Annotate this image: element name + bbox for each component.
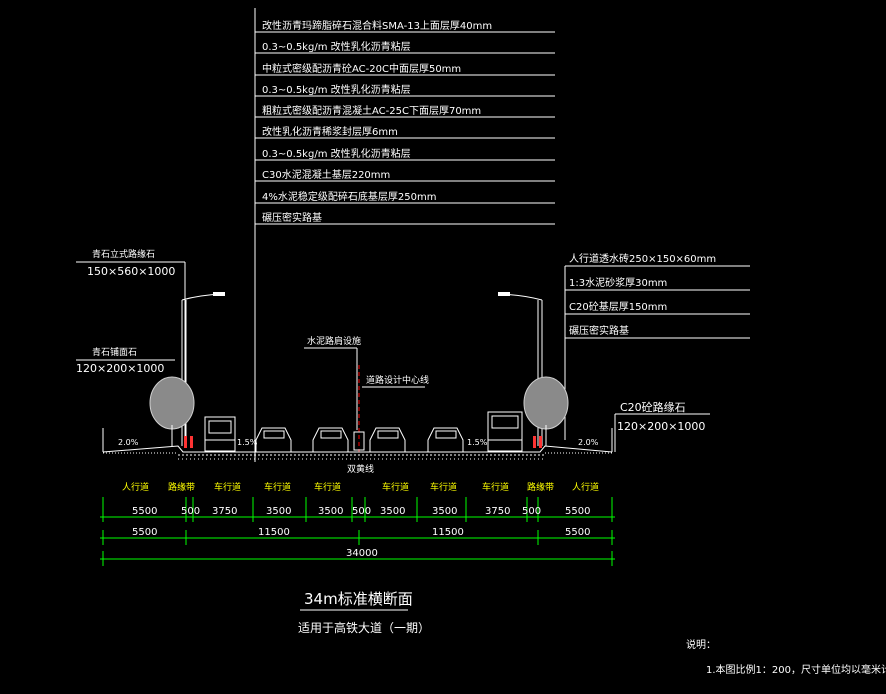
zone-label-9: 路缘带 — [527, 481, 554, 493]
slope-left-sidewalk: 2.0% — [118, 438, 139, 447]
zone-labels: 人行道 路缘带 车行道 车行道 车行道 车行道 车行道 车行道 路缘带 人行道 — [122, 481, 599, 493]
car-icon-2 — [312, 427, 349, 453]
sidewalk-layer-text-1: 人行道透水砖250×150×60mm — [569, 252, 716, 265]
car-icon-4 — [427, 427, 464, 453]
zone-label-6: 车行道 — [382, 481, 409, 493]
layer-text-6: 改性乳化沥青稀浆封层厚6mm — [262, 125, 398, 138]
tree-left — [149, 376, 195, 446]
dim1-1: 5500 — [132, 506, 157, 517]
dim2-4: 5500 — [565, 527, 590, 538]
curb-title: 青石立式路缘石 — [92, 248, 155, 260]
layer-text-10: 碾压密实路基 — [262, 211, 322, 224]
dim1-10: 500 — [522, 506, 541, 517]
zone-label-7: 车行道 — [430, 481, 457, 493]
sidewalk-layer-text-2: 1:3水泥砂浆厚30mm — [569, 276, 667, 289]
curb-size: 150×560×1000 — [87, 265, 175, 278]
dim1-2: 500 — [181, 506, 200, 517]
dim2-3: 11500 — [432, 527, 464, 538]
dimension-row-1: 5500 500 3750 3500 3500 500 3500 3500 37… — [100, 497, 615, 522]
title-block: 34m标准横断面 适用于高铁大道（一期） — [298, 590, 430, 635]
layer-text-9: 4%水泥稳定级配碎石底基层厚250mm — [262, 190, 436, 203]
street-lamp-left — [181, 292, 225, 446]
c20-curb-title: C20砼路缘石 — [620, 401, 686, 414]
slope-right-sidewalk: 2.0% — [578, 438, 599, 447]
center-callouts: 水泥路肩设施 道路设计中心线 — [304, 335, 429, 452]
sidewalk-layer-callout: 人行道透水砖250×150×60mm 1:3水泥砂浆厚30mm C20砼基层厚1… — [564, 252, 750, 440]
sidewalk-layer-text-4: 碾压密实路基 — [569, 324, 629, 337]
zone-label-8: 车行道 — [482, 481, 509, 493]
road-surface: 2.0% 1.5% 1.5% 2.0% 双黄线 — [102, 428, 613, 475]
dim2-1: 5500 — [132, 527, 157, 538]
median-post-icon — [353, 431, 365, 451]
edge-stone-title: 青石铺面石 — [92, 346, 137, 358]
slope-right-road: 1.5% — [467, 438, 488, 447]
bus-left-icon — [204, 416, 236, 452]
pavement-layer-callout: 改性沥青玛蹄脂碎石混合料SMA-13上面层厚40mm 0.3~0.5kg/m 改… — [254, 8, 555, 462]
dim-total: 34000 — [346, 548, 378, 559]
layer-text-8: C30水泥混凝土基层220mm — [262, 168, 390, 181]
layer-text-3: 中粒式密级配沥青砼AC-20C中面层厚50mm — [262, 62, 461, 75]
slope-left-road: 1.5% — [237, 438, 258, 447]
dim2-2: 11500 — [258, 527, 290, 538]
dim1-11: 5500 — [565, 506, 590, 517]
dim1-4: 3500 — [266, 506, 291, 517]
zone-label-5: 车行道 — [314, 481, 341, 493]
dimension-total: 34000 — [100, 548, 615, 566]
edge-stone-size: 120×200×1000 — [76, 362, 164, 375]
car-icon-3 — [369, 427, 406, 453]
drawing-title: 34m标准横断面 — [304, 590, 413, 608]
dimension-row-2: 5500 11500 11500 5500 — [100, 527, 615, 545]
drawing-subtitle: 适用于高铁大道（一期） — [298, 620, 430, 635]
tree-right — [523, 376, 569, 446]
dim1-8: 3500 — [432, 506, 457, 517]
drain-label: 水泥路肩设施 — [307, 335, 361, 347]
layer-text-4: 0.3~0.5kg/m 改性乳化沥青粘层 — [262, 83, 411, 96]
layer-text-5: 粗粒式密级配沥青混凝土AC-25C下面层厚70mm — [262, 104, 481, 117]
zone-label-3: 车行道 — [214, 481, 241, 493]
right-curb-callout: C20砼路缘石 120×200×1000 — [614, 401, 710, 452]
zone-label-2: 路缘带 — [168, 481, 195, 493]
double-yellow-label: 双黄线 — [347, 463, 374, 475]
car-icon-1 — [255, 427, 292, 453]
sidewalk-layer-text-3: C20砼基层厚150mm — [569, 300, 667, 313]
c20-curb-size: 120×200×1000 — [617, 420, 705, 433]
curb-markers — [184, 436, 542, 448]
bus-right-icon — [487, 411, 523, 452]
dim1-5: 3500 — [318, 506, 343, 517]
dim1-6: 500 — [352, 506, 371, 517]
note-1: 1.本图比例1：200，尺寸单位均以毫米计。 — [706, 663, 886, 676]
layer-text-7: 0.3~0.5kg/m 改性乳化沥青粘层 — [262, 147, 411, 160]
dim1-9: 3750 — [485, 506, 510, 517]
layer-text-2: 0.3~0.5kg/m 改性乳化沥青粘层 — [262, 40, 411, 53]
notes: 说明： 1.本图比例1：200，尺寸单位均以毫米计。 — [686, 638, 886, 676]
notes-title: 说明： — [686, 638, 716, 651]
layer-text-1: 改性沥青玛蹄脂碎石混合料SMA-13上面层厚40mm — [262, 19, 492, 32]
dim1-7: 3500 — [380, 506, 405, 517]
centerline-label: 道路设计中心线 — [366, 374, 429, 386]
zone-label-1: 人行道 — [122, 481, 149, 493]
zone-label-4: 车行道 — [264, 481, 291, 493]
dim1-3: 3750 — [212, 506, 237, 517]
zone-label-10: 人行道 — [572, 481, 599, 493]
